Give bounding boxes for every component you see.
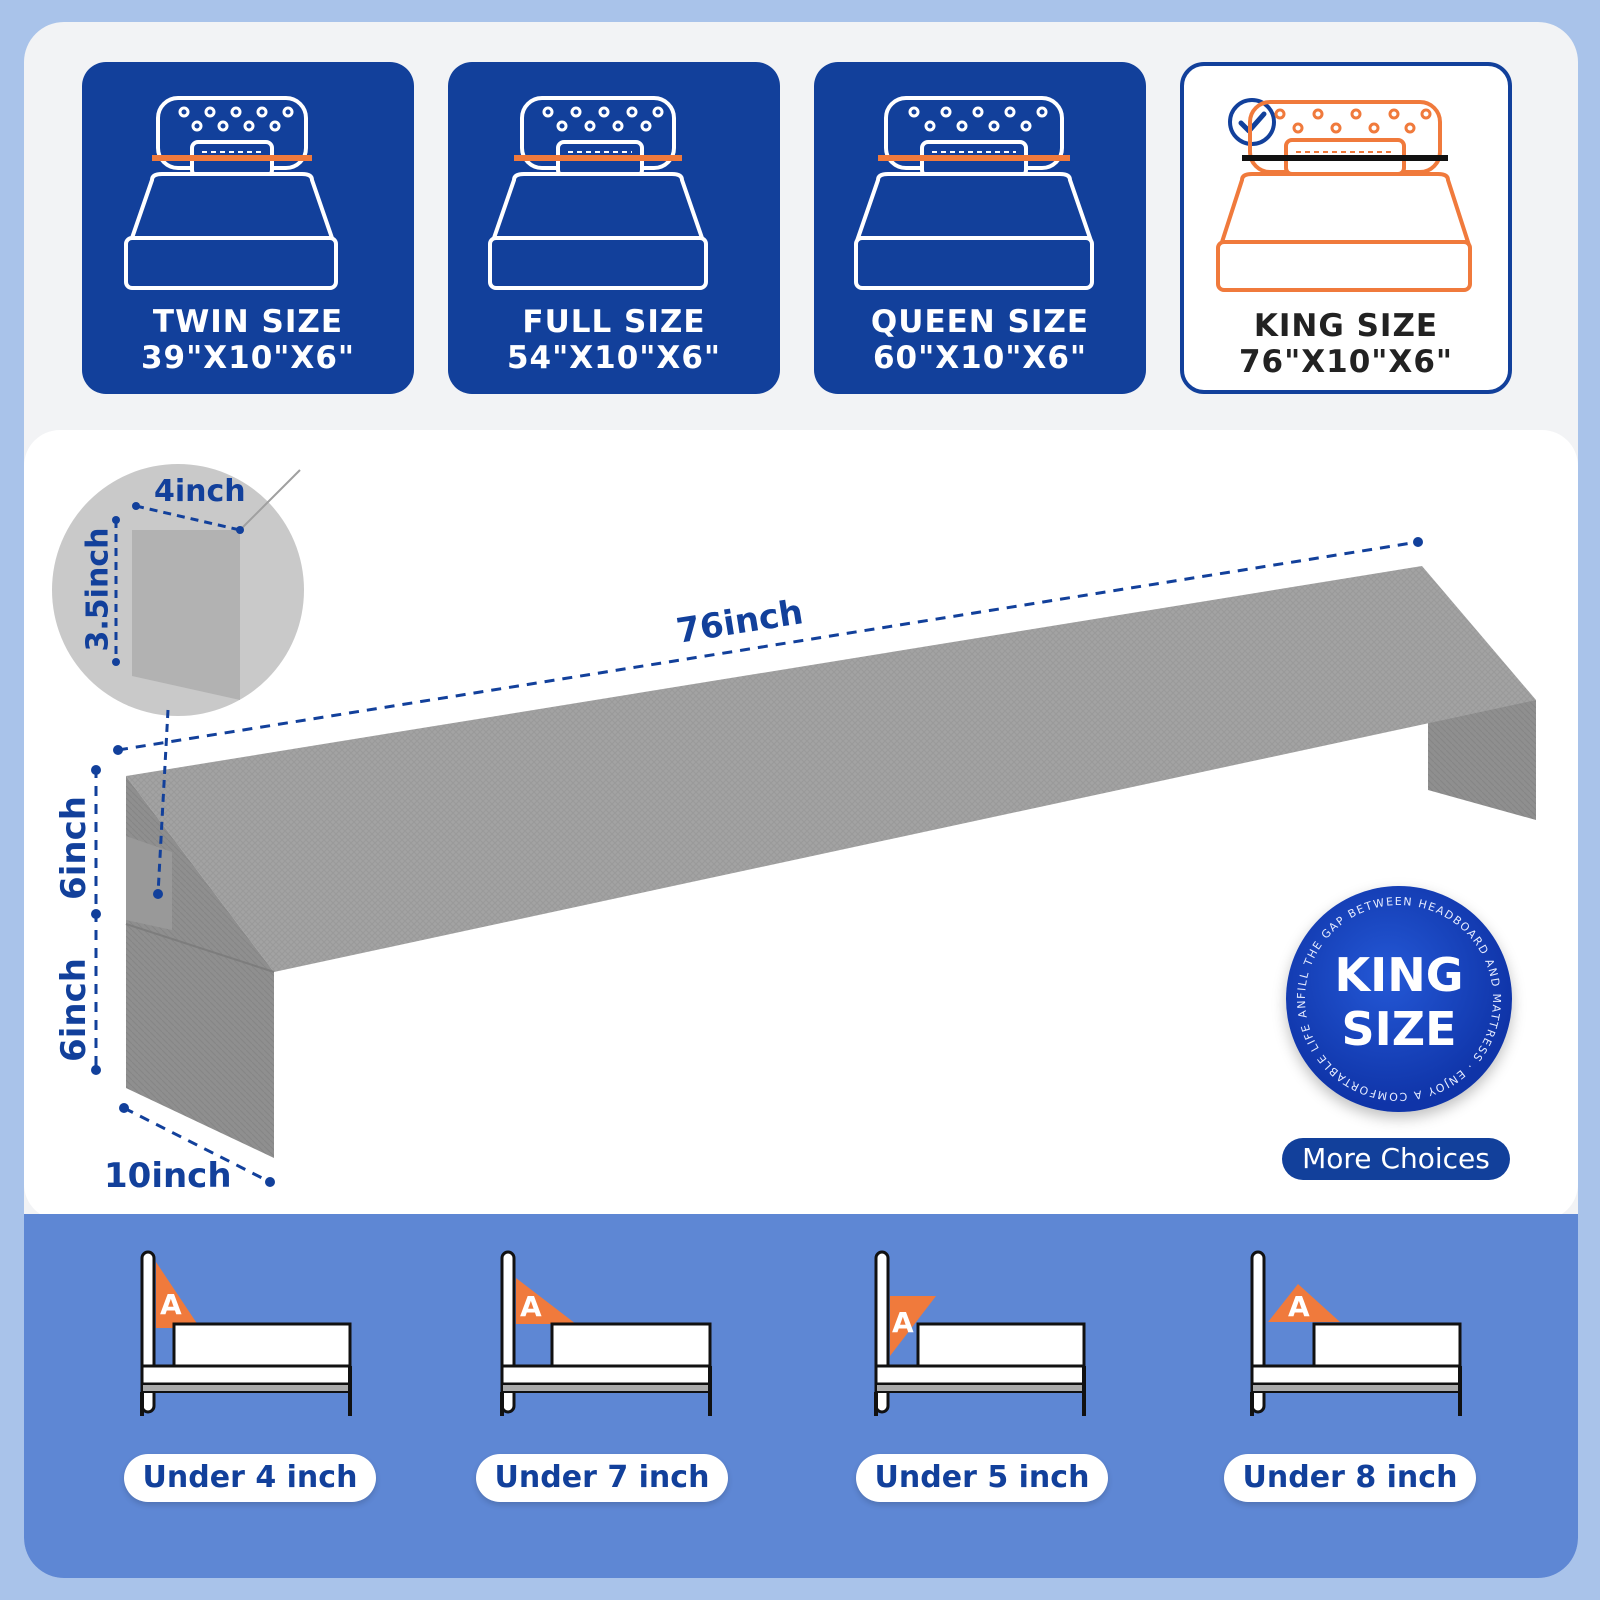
- gap-option-5inch: A Under 5 inch: [856, 1248, 1142, 1508]
- gap-label: Under 7 inch: [476, 1454, 728, 1502]
- size-name: FULL SIZE: [522, 304, 706, 340]
- height-top-label: 6inch: [53, 796, 94, 900]
- size-option-queen[interactable]: QUEEN SIZE 60"X10"X6": [814, 62, 1146, 394]
- headboard-gap-icon: A: [500, 1250, 712, 1416]
- badge-line2: SIZE: [1341, 1002, 1457, 1056]
- size-name: TWIN SIZE: [152, 304, 344, 340]
- pocket-height-label: 3.5inch: [80, 527, 116, 652]
- gap-label: Under 4 inch: [124, 1454, 376, 1502]
- gap-option-8inch: A Under 8 inch: [1224, 1248, 1518, 1508]
- gap-guide-panel: [24, 1214, 1578, 1578]
- size-dimensions: 60"X10"X6": [872, 340, 1088, 376]
- bed-icon: [488, 96, 708, 290]
- size-option-twin[interactable]: TWIN SIZE 39"X10"X6": [82, 62, 414, 394]
- bed-icon: [854, 96, 1094, 290]
- size-name: KING SIZE: [1253, 308, 1439, 344]
- size-option-full[interactable]: FULL SIZE 54"X10"X6": [448, 62, 780, 394]
- gap-option-4inch: A Under 4 inch: [124, 1248, 408, 1508]
- size-dimensions: 39"X10"X6": [140, 340, 356, 376]
- more-choices-button[interactable]: More Choices: [1282, 1138, 1510, 1180]
- badge-line1: KING: [1334, 948, 1464, 1002]
- headboard-gap-icon: A: [140, 1250, 352, 1416]
- gap-marker: A: [1288, 1290, 1310, 1323]
- size-dimensions: 76"X10"X6": [1238, 344, 1454, 380]
- badge-ring: FILL THE GAP BETWEEN HEADBOARD AND MATTR…: [1286, 886, 1503, 1103]
- height-bottom-label: 6inch: [53, 958, 94, 1062]
- bed-icon: [124, 96, 338, 290]
- gap-label: Under 8 inch: [1224, 1454, 1476, 1502]
- gap-label: Under 5 inch: [856, 1454, 1108, 1502]
- size-name: QUEEN SIZE: [870, 304, 1090, 340]
- width-label: 10inch: [104, 1156, 232, 1196]
- gap-marker: A: [892, 1306, 914, 1339]
- size-selector: TWIN SIZE 39"X10"X6" FUL: [82, 62, 1522, 394]
- gap-marker: A: [520, 1290, 542, 1323]
- king-size-badge: KING SIZE FILL THE GAP BETWEEN HEADBOARD…: [1286, 886, 1512, 1112]
- size-dimensions: 54"X10"X6": [506, 340, 722, 376]
- gap-marker: A: [160, 1288, 182, 1321]
- size-option-king[interactable]: KING SIZE 76"X10"X6": [1180, 62, 1512, 394]
- headboard-gap-icon: A: [874, 1250, 1086, 1416]
- headboard-gap-icon: A: [1250, 1250, 1462, 1416]
- badge-ring-text: FILL THE GAP BETWEEN HEADBOARD AND MATTR…: [1286, 886, 1502, 1103]
- bed-icon: [1216, 100, 1472, 292]
- svg-text:FILL THE GAP BETWEEN HEADBOARD: FILL THE GAP BETWEEN HEADBOARD AND MATTR…: [1286, 886, 1503, 1103]
- badge-title: KING SIZE: [1286, 948, 1512, 1056]
- gap-option-7inch: A Under 7 inch: [476, 1248, 768, 1508]
- pocket-width-label: 4inch: [154, 474, 246, 509]
